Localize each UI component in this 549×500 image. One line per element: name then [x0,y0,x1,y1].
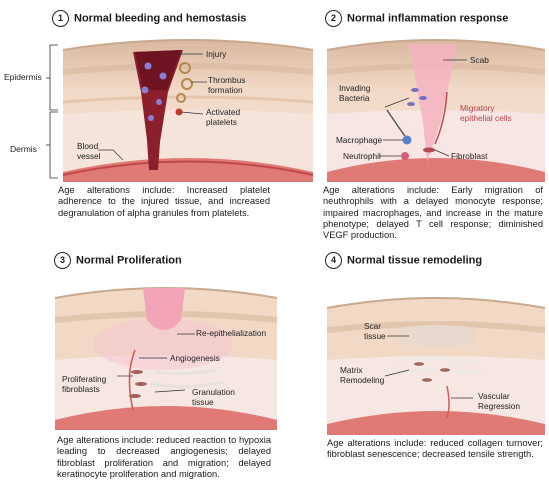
label-thrombus: Thrombus formation [208,75,246,95]
panel-3-number: 3 [54,252,71,269]
label-granulation-tissue: Granulation tissue [192,387,235,407]
label-proliferating-fibroblasts: Proliferating fibroblasts [62,374,107,394]
panel-1-caption: Age alterations include: Increased plate… [58,185,270,218]
panel-1-illustration [62,39,314,182]
panel-2-illustration [326,39,546,182]
label-activated-platelets: Activated platelets [206,107,241,127]
panel-4-caption: Age alterations include: reduced collage… [327,438,543,460]
panel-1-title: 1 Normal bleeding and hemostasis [52,10,246,27]
label-matrix-remodeling: Matrix Remodeling [340,365,385,385]
panel-3-illustration [54,287,278,430]
label-fibroblast: Fibroblast [451,151,488,161]
panel-3-title-text: Normal Proliferation [76,254,182,267]
dermis-label: Dermis [10,144,37,154]
label-neutrophil: Neutrophil [343,151,381,161]
panel-2-title-text: Normal inflammation response [347,12,509,25]
panel-4-title-text: Normal tissue remodeling [347,254,483,267]
label-scab: Scab [470,55,489,65]
panel-2-title: 2 Normal inflammation response [325,10,508,27]
panel-2-caption: Age alterations include: Early migration… [323,185,543,241]
layer-brackets [46,44,58,179]
panel-4-number: 4 [325,252,342,269]
label-blood-vessel: Blood vessel [77,141,101,161]
label-macrophage: Macrophage [336,135,383,145]
panel-1-title-text: Normal bleeding and hemostasis [74,12,247,25]
panel-4-title: 4 Normal tissue remodeling [325,252,482,269]
label-vascular-regression: Vascular Regression [478,391,520,411]
panel-3-caption: Age alterations include: reduced reactio… [57,435,271,479]
label-angiogenesis: Angiogenesis [170,353,220,363]
panel-2-number: 2 [325,10,342,27]
panel-3-title: 3 Normal Proliferation [54,252,182,269]
label-invading-bacteria: Invading Bacteria [339,83,371,103]
label-scar-tissue: Scar tissue [364,321,386,341]
epidermis-label: Epidermis [4,72,42,82]
panel-4-illustration [326,297,546,435]
panel-1-number: 1 [52,10,69,27]
label-injury: Injury [206,49,227,59]
label-re-epithelialization: Re-epithelialization [196,328,267,338]
label-migratory-epithelial: Migratory epithelial cells [460,103,512,123]
